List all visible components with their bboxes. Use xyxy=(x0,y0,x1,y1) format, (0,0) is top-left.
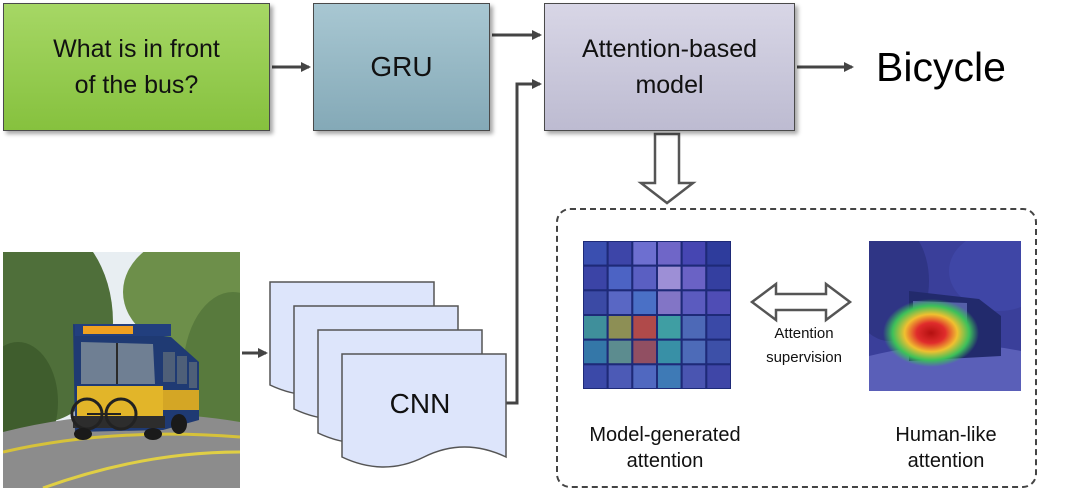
double-hollow-arrow xyxy=(749,281,853,323)
heatmap-cell xyxy=(631,363,658,389)
arrow-cnn-to-attention xyxy=(505,79,542,405)
heatmap-cell xyxy=(680,314,708,341)
heatmap-cell xyxy=(656,314,683,341)
human-attention-label: Human-like attention xyxy=(895,424,997,472)
heatmap-cell xyxy=(680,264,708,292)
supervision-label: Attention supervision xyxy=(766,325,842,366)
heatmap-cell xyxy=(631,314,658,341)
heatmap-cell xyxy=(656,289,683,316)
attention-model-box: Attention-based model xyxy=(544,3,795,131)
question-box: What is in front of the bus? xyxy=(3,3,270,131)
heatmap-cell xyxy=(705,289,731,316)
model-attention-label: Model-generated attention xyxy=(589,424,741,472)
heatmap-cell xyxy=(705,241,731,267)
heatmap-cell xyxy=(583,338,609,366)
heatmap-cell xyxy=(680,338,708,366)
human-attention-map xyxy=(869,241,1021,391)
heatmap-cell xyxy=(631,338,658,366)
heatmap-cell xyxy=(705,363,731,389)
heatmap-cell xyxy=(606,241,634,267)
heatmap-cell xyxy=(606,363,634,389)
heatmap-cell xyxy=(583,314,609,341)
heatmap-cell xyxy=(705,314,731,341)
heatmap-cell xyxy=(705,338,731,366)
heatmap-cell xyxy=(606,264,634,292)
cnn-stack xyxy=(269,281,507,468)
gru-label: GRU xyxy=(370,51,433,82)
cnn-sheet-4 xyxy=(341,353,507,468)
heatmap-cell xyxy=(656,241,683,267)
hollow-down-arrow xyxy=(637,132,697,205)
answer-text: Bicycle xyxy=(876,44,1006,90)
heatmap-cell xyxy=(583,289,609,316)
heatmap-cell xyxy=(680,363,708,389)
heatmap-cell xyxy=(631,289,658,316)
heatmap-cell xyxy=(631,264,658,292)
heatmap-cell xyxy=(656,338,683,366)
gru-box: GRU xyxy=(313,3,490,131)
heatmap-cell xyxy=(656,363,683,389)
heatmap-cell xyxy=(606,289,634,316)
attention-comparison-box xyxy=(556,208,1037,488)
heatmap-cell xyxy=(606,314,634,341)
question-text: What is in front of the bus? xyxy=(53,35,220,99)
heatmap-cell xyxy=(631,241,658,267)
model-attention-heatmap xyxy=(583,241,731,389)
heatmap-cell xyxy=(583,264,609,292)
heatmap-cell xyxy=(606,338,634,366)
heatmap-cell xyxy=(680,289,708,316)
cnn-label: CNN xyxy=(389,388,451,419)
heatmap-cell xyxy=(656,264,683,292)
heatmap-cell xyxy=(583,241,609,267)
bus-photo xyxy=(3,252,240,488)
heatmap-cell xyxy=(680,241,708,267)
heatmap-cell xyxy=(583,363,609,389)
attention-model-label: Attention-based model xyxy=(581,35,758,99)
heatmap-cell xyxy=(705,264,731,292)
